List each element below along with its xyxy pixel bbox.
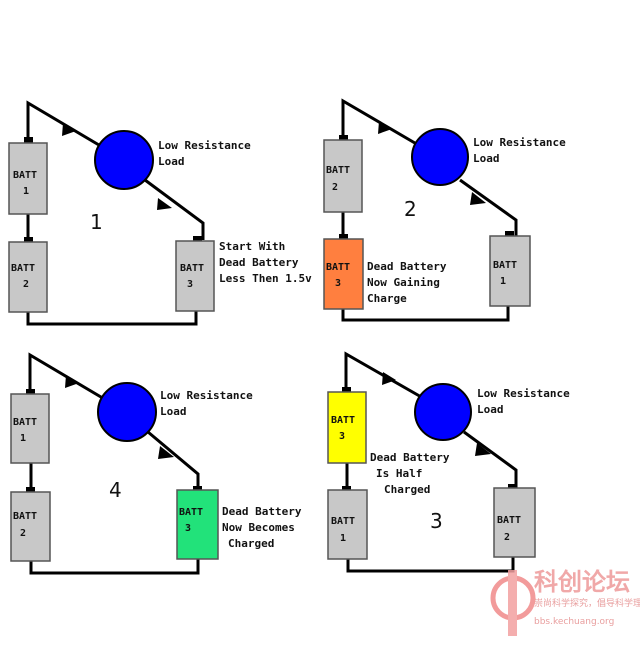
battery: BATT 2 — [8, 237, 48, 313]
current-arrow — [382, 372, 396, 385]
load-label: Low Resistance — [477, 387, 570, 400]
current-arrow — [65, 375, 79, 388]
battery-note: Dead Battery — [370, 451, 450, 464]
battery-note: Charge — [367, 292, 407, 305]
battery-label: BATT — [11, 263, 35, 274]
battery-number: 2 — [504, 532, 510, 543]
load-label: Load — [473, 152, 500, 165]
load-resistor — [414, 383, 472, 441]
panel-4: BATT 3 BATT 1 BATT 2 Low Resistance Load… — [327, 351, 570, 573]
load-label: Load — [158, 155, 185, 168]
current-arrow — [475, 443, 491, 456]
watermark-url: bbs.kechuang.org — [534, 617, 614, 627]
watermark-title: 科创论坛 — [534, 567, 630, 596]
battery-note: Is Half — [376, 467, 422, 480]
wire-right — [147, 430, 200, 490]
current-arrow — [62, 123, 76, 136]
load-label: Low Resistance — [158, 139, 251, 152]
battery-note: Start With — [219, 240, 285, 253]
battery: BATT 1 — [327, 486, 368, 560]
battery-number: 3 — [339, 431, 345, 442]
step-number: 4 — [109, 478, 122, 502]
battery: BATT 1 — [10, 389, 50, 464]
battery-label: BATT — [331, 415, 355, 426]
battery-note: Dead Battery — [367, 260, 447, 273]
current-arrow — [470, 192, 486, 205]
battery-label: BATT — [326, 262, 350, 273]
wire-bottom — [341, 306, 510, 322]
load-label: Low Resistance — [473, 136, 566, 149]
wire-right — [463, 430, 518, 488]
battery-number: 2 — [332, 182, 338, 193]
battery-note: Less Then 1.5v — [219, 272, 312, 285]
battery: BATT 2 — [10, 487, 51, 562]
wire-top — [28, 352, 107, 402]
battery-number: 3 — [185, 523, 191, 534]
load-resistor — [411, 128, 469, 186]
battery-note: Now Becomes — [222, 521, 295, 534]
battery-number: 3 — [335, 278, 341, 289]
battery-label: BATT — [13, 417, 37, 428]
battery-number: 1 — [20, 433, 26, 444]
battery-label: BATT — [13, 170, 37, 181]
wire-right — [144, 178, 205, 240]
battery-label: BATT — [331, 516, 355, 527]
battery-label: BATT — [497, 515, 521, 526]
battery-number: 1 — [340, 533, 346, 544]
load-label: Low Resistance — [160, 389, 253, 402]
wire-top — [344, 351, 424, 400]
battery-number: 3 — [187, 279, 193, 290]
battery: BATT 1 — [489, 231, 531, 307]
load-label: Load — [160, 405, 187, 418]
battery: BATT 3 — [323, 234, 364, 310]
current-arrow — [158, 446, 174, 459]
battery: BATT 3 — [327, 387, 367, 464]
battery-number: 1 — [23, 186, 29, 197]
watermark-logo-icon — [490, 570, 536, 636]
battery: BATT 1 — [8, 137, 48, 215]
battery-note: Charged — [228, 537, 274, 550]
wire-top — [341, 98, 421, 148]
battery-number: 2 — [20, 528, 26, 539]
battery-note: Charged — [384, 483, 430, 496]
panel-2: BATT 2 BATT 3 BATT 1 Low Resistance Load… — [323, 98, 566, 322]
load-resistor — [94, 130, 154, 190]
battery-note: Dead Battery — [219, 256, 299, 269]
load-label: Load — [477, 403, 504, 416]
watermark: 科创论坛 崇尚科学探究，倡导科学理性 bbs.kechuang.org — [490, 567, 640, 636]
watermark-tagline: 崇尚科学探究，倡导科学理性 — [534, 597, 640, 609]
battery-label: BATT — [180, 263, 204, 274]
battery-label: BATT — [13, 511, 37, 522]
battery: BATT 3 — [175, 236, 215, 312]
panel-3: BATT 1 BATT 2 BATT 3 Low Resistance Load… — [10, 352, 302, 575]
battery: BATT 2 — [323, 135, 363, 213]
load-resistor — [97, 382, 157, 442]
wire-bottom — [346, 557, 515, 573]
step-number: 3 — [430, 509, 443, 533]
battery: BATT 3 — [176, 486, 219, 560]
battery-note: Now Gaining — [367, 276, 440, 289]
panel-1: BATT 1 BATT 2 BATT 3 Low Resistance Load… — [8, 100, 312, 326]
battery-number: 1 — [500, 276, 506, 287]
wire-top — [26, 100, 105, 150]
current-arrow — [378, 121, 392, 134]
step-number: 1 — [90, 210, 103, 234]
step-number: 2 — [404, 197, 417, 221]
battery-label: BATT — [493, 260, 517, 271]
wire-right — [459, 178, 518, 236]
wire-bottom — [29, 559, 200, 575]
battery-label: BATT — [326, 165, 350, 176]
battery-label: BATT — [179, 507, 203, 518]
wire-bottom — [26, 311, 198, 326]
battery-number: 2 — [23, 279, 29, 290]
battery: BATT 2 — [493, 484, 536, 558]
current-arrow — [157, 198, 172, 210]
battery-note: Dead Battery — [222, 505, 302, 518]
